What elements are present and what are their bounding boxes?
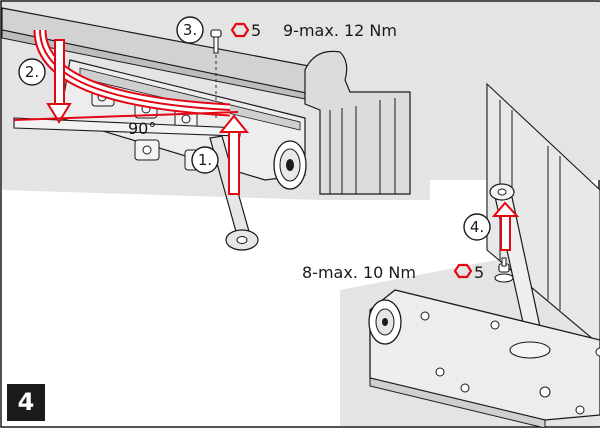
hex-size-bottom: 5 (474, 263, 484, 282)
svg-text:2.: 2. (25, 63, 39, 81)
svg-text:3.: 3. (183, 21, 197, 39)
arrow-up-small-icon (491, 201, 520, 251)
callout-step3: 3. (176, 16, 204, 44)
arrow-down-icon (46, 39, 72, 124)
door-frame-profile (304, 50, 411, 195)
angle-label: 90° (128, 119, 156, 138)
svg-text:1.: 1. (198, 151, 212, 169)
callout-step4: 4. (463, 213, 491, 241)
torque-spec-top: 9-max. 12 Nm (283, 21, 397, 40)
torque-spec-bottom: 8-max. 10 Nm (302, 263, 416, 282)
screw-icon (494, 257, 514, 283)
hex-key-icon (230, 22, 250, 38)
door-edge (486, 82, 600, 346)
hex-size-top: 5 (251, 21, 261, 40)
angle-line (13, 111, 239, 121)
callout-step1: 1. (191, 146, 219, 174)
rotation-arrow (33, 29, 231, 117)
step-number-badge: 4 (7, 384, 45, 421)
bottom-assembly (340, 82, 600, 428)
top-wall (2, 2, 600, 180)
spindle-disc (273, 140, 307, 190)
top-assembly (1, 2, 600, 251)
callout-step2: 2. (18, 58, 46, 86)
arrow-up-icon (218, 114, 250, 195)
svg-text:4.: 4. (470, 218, 484, 236)
hex-key-icon-bottom (453, 263, 473, 279)
